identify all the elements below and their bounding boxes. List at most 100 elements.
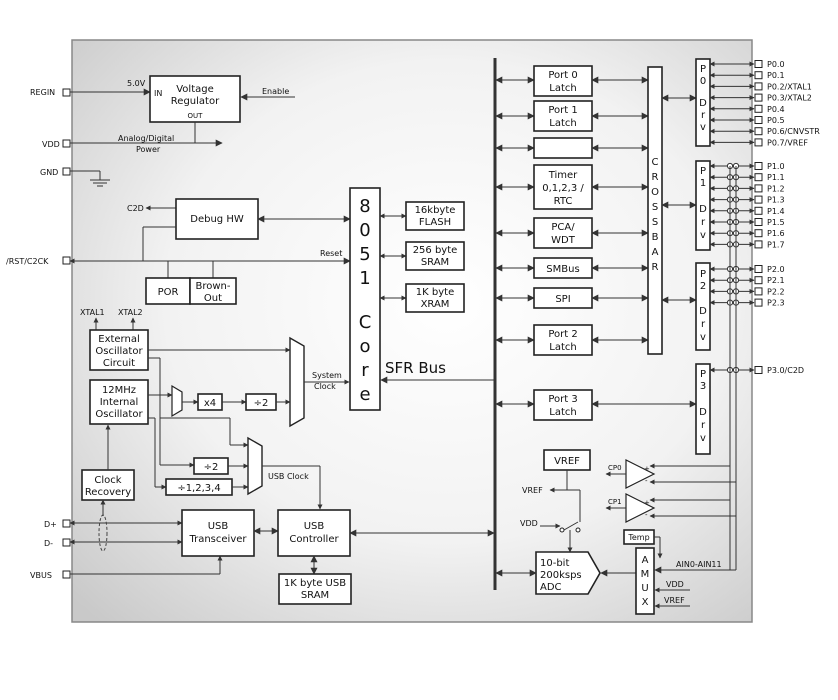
crossbar-letter: O — [651, 187, 659, 198]
c2d-label: C2D — [127, 204, 144, 213]
core-letter: 1 — [359, 268, 370, 289]
brownout-box — [189, 277, 237, 305]
driver-letter: P — [700, 166, 706, 177]
sram-label2: SRAM — [421, 257, 449, 268]
pin-label: P0.3/XTAL2 — [767, 94, 812, 103]
ext-osc-label3: Circuit — [103, 358, 135, 369]
xram-label1: 1K byte — [416, 287, 454, 298]
int-osc-label2: Internal — [100, 397, 139, 408]
peripherals: Port 0 Latch Port 1 Latch Timer 0,1,2,3 … — [495, 65, 697, 421]
pin-dplus — [62, 519, 71, 528]
port2-label2: Latch — [549, 342, 576, 353]
core-letter: C — [359, 312, 372, 333]
driver-letter: v — [700, 122, 706, 133]
p1-driver-box — [695, 160, 711, 251]
driver-letter: P — [700, 64, 706, 75]
usb-sram-label2: SRAM — [301, 590, 329, 601]
pin-label: P2.0 — [767, 265, 785, 274]
div1234-label: ÷1,2,3,4 — [177, 483, 220, 494]
ext-osc-label2: Oscillator — [95, 346, 143, 357]
pca-label1: PCA/ — [551, 222, 575, 233]
cp0-minus: - — [645, 477, 648, 485]
vref-label: VREF — [522, 486, 543, 495]
debug-hw-box — [175, 198, 259, 240]
pin-p0-3 — [754, 93, 763, 102]
reset-label: Reset — [320, 249, 342, 258]
smbus-label: SMBus — [546, 264, 579, 275]
pin-label: P0.0 — [767, 60, 785, 69]
temp-label: Temp — [627, 533, 649, 542]
pin-p3-0 — [754, 366, 763, 374]
power-label1: Analog/Digital — [118, 134, 174, 143]
xram-label2: XRAM — [421, 299, 450, 310]
crossbar: C R O S S B A R — [647, 66, 697, 355]
regulator-in: IN — [154, 89, 162, 98]
driver-letter: P — [700, 369, 706, 380]
sysclk-mux — [289, 336, 305, 428]
div2-label: ÷2 — [254, 398, 269, 409]
pin-label: P1.0 — [767, 162, 785, 171]
pin-p0-2 — [754, 82, 763, 91]
por-label: POR — [158, 287, 179, 298]
adc-label2: 200ksps — [540, 570, 582, 581]
p0-driver-box — [695, 58, 711, 147]
pin-label: P0.4 — [767, 105, 785, 114]
pin-label: P2.2 — [767, 287, 785, 296]
brownout-label2: Out — [204, 293, 222, 304]
cp1-label: CP1 — [608, 498, 622, 506]
clock-recovery-box — [81, 469, 135, 501]
sfr-bus-label: SFR Bus — [385, 359, 446, 377]
spi: SPI — [495, 287, 649, 309]
pin-vbus-label: VBUS — [30, 571, 52, 580]
port0-label2: Latch — [549, 83, 576, 94]
pin-label: P2.1 — [767, 276, 785, 285]
pin-p0-5 — [754, 116, 763, 124]
amux-letter: X — [642, 597, 649, 608]
timer-label2: 0,1,2,3 / — [542, 183, 584, 194]
pin-p1-2 — [754, 184, 763, 193]
pin-p2-0 — [754, 265, 763, 273]
crossbar-letter: S — [652, 217, 658, 228]
left-pins: REGIN VDD GND /RST/C2CK D+ D- VBUS — [6, 88, 71, 580]
pin-label: P1.7 — [767, 240, 785, 249]
pin-label: P2.3 — [767, 299, 785, 308]
pin-p2-2 — [754, 287, 763, 296]
driver-letter: D — [699, 407, 707, 418]
driver-letter: P — [700, 269, 706, 280]
recovery-label2: Recovery — [85, 487, 131, 498]
pin-p0-1 — [754, 71, 763, 80]
sram-label1: 256 byte — [413, 245, 458, 256]
pin-label: P0.6/CNVSTR — [767, 127, 820, 136]
crossbar-letter: R — [652, 262, 659, 273]
ain-label: AIN0-AIN11 — [676, 560, 722, 569]
usb-section: USB Transceiver USB Controller 1K byte U… — [69, 509, 495, 605]
usb-trans-label2: Transceiver — [188, 534, 247, 545]
cp0-label: CP0 — [608, 464, 622, 472]
pin-label: P3.0/C2D — [767, 366, 804, 375]
port1-label2: Latch — [549, 118, 576, 129]
core-letter: o — [359, 336, 370, 357]
pca-label2: WDT — [551, 235, 576, 246]
driver-letter: D — [699, 306, 707, 317]
amux-letter: M — [641, 569, 650, 580]
pin-vdd — [62, 139, 71, 148]
pin-dminus — [62, 538, 71, 547]
power-label2: Power — [136, 145, 161, 154]
timer-label1: Timer — [548, 170, 578, 181]
amux-box — [635, 547, 655, 615]
int-osc-box — [89, 379, 149, 425]
adc-label3: ADC — [540, 582, 562, 593]
crossbar-letter: S — [652, 202, 658, 213]
pin-p0-4 — [754, 104, 763, 113]
cp1-plus: + — [644, 499, 650, 507]
crossbar-letter: C — [652, 157, 659, 168]
driver-letter: D — [699, 98, 707, 109]
usb-controller-box — [277, 509, 351, 557]
vref-box-label: VREF — [554, 456, 580, 467]
port2-label1: Port 2 — [548, 329, 577, 340]
xtal2-label: XTAL2 — [118, 308, 143, 317]
core-letter: 0 — [359, 220, 370, 241]
core-letter: 8 — [359, 196, 370, 217]
smbus: SMBus — [495, 257, 649, 279]
usb-sram-label1: 1K byte USB — [284, 578, 346, 589]
